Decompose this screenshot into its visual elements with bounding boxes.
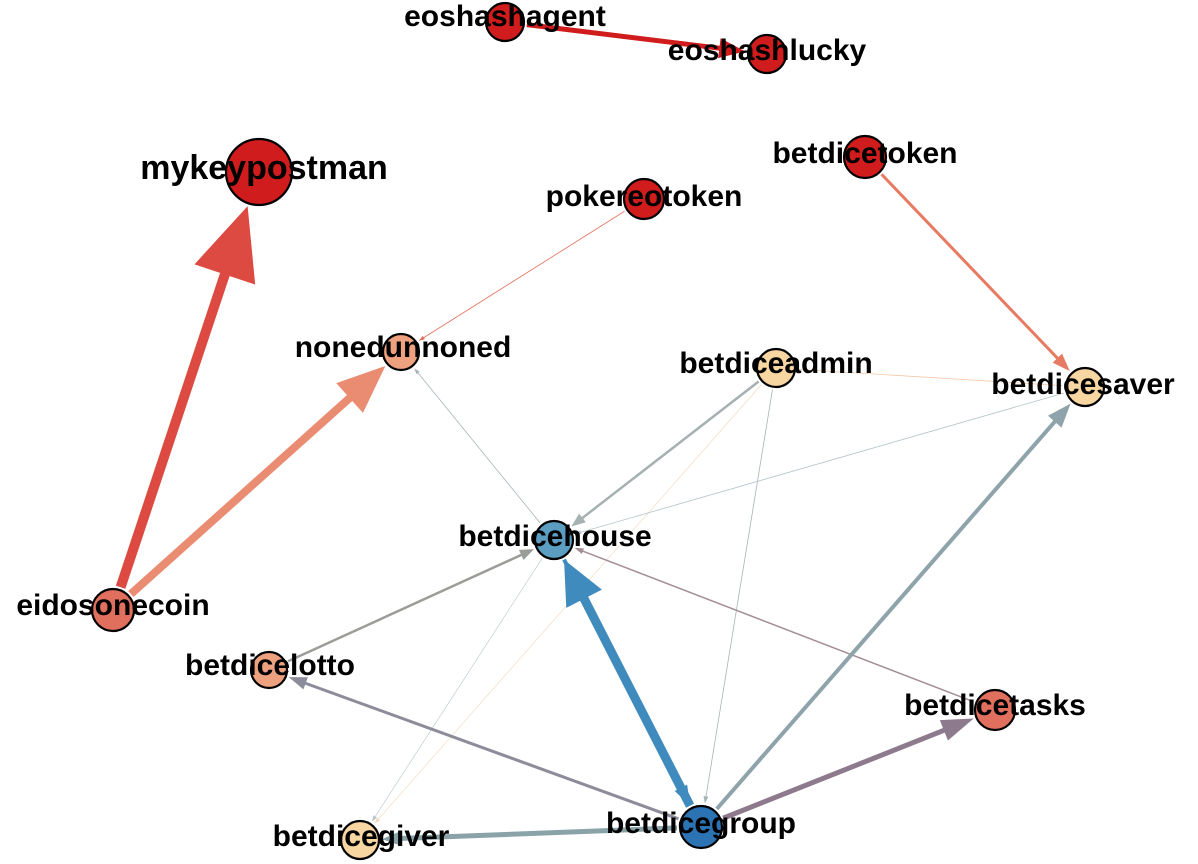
edge-arrowhead — [336, 366, 386, 413]
edge-arrowhead — [674, 784, 691, 806]
edge-eidosonecoin-to-mykeypostman — [115, 206, 256, 589]
edge-line — [715, 419, 1057, 811]
edge-line — [287, 553, 523, 663]
edge-betdicehouse-to-betdicegiver — [371, 558, 543, 822]
edge-betdicegroup-to-betdicetasks — [722, 718, 974, 821]
node-betdicehouse[interactable] — [533, 519, 575, 561]
node-label-nonedunnoned: nonedunnoned — [295, 331, 512, 364]
node-betdicegroup[interactable] — [678, 804, 724, 850]
edge-eoshashagent-to-eoshashlucky — [526, 22, 746, 59]
edge-betdicegroup-to-betdicelotto — [288, 677, 679, 821]
edge-betdicetoken-to-betdicesaver — [880, 173, 1070, 372]
node-label-eoshashagent: eoshashagent — [404, 0, 606, 33]
edge-line — [304, 681, 679, 821]
node-nonedunnoned[interactable] — [381, 332, 421, 372]
node-betdiceadmin[interactable] — [755, 347, 797, 389]
node-mykeypostman[interactable] — [224, 137, 294, 207]
node-label-betdiceadmin: betdiceadmin — [679, 347, 872, 380]
edge-arrowhead — [574, 547, 585, 554]
edge-arrowhead — [381, 831, 401, 846]
edge-arrowhead — [414, 368, 420, 375]
node-eoshashlucky[interactable] — [746, 33, 788, 75]
node-betdicesaver[interactable] — [1064, 366, 1106, 408]
edge-betdiceadmin-to-betdicegroup — [703, 389, 773, 804]
node-label-mykeypostman: mykeypostman — [140, 149, 388, 187]
edge-arrowhead — [1047, 403, 1071, 428]
node-betdicetasks[interactable] — [973, 688, 1017, 732]
edge-arrowhead — [575, 530, 582, 535]
edge-line — [562, 558, 684, 790]
edge-betdicehouse-to-nonedunnoned — [414, 368, 541, 524]
labels-layer: eoshashagent eoshashlucky mykeypostman betd… — [16, 0, 1175, 853]
edge-arrowhead — [518, 549, 534, 560]
edge-arrowhead — [718, 38, 746, 59]
edge-arrowhead — [939, 718, 974, 741]
node-label-pokereotoken: pokereotoken — [546, 180, 743, 213]
nodes-layer — [90, 1, 1106, 861]
node-label-eoshashlucky: eoshashlucky — [668, 34, 867, 67]
edge-arrowhead — [374, 817, 381, 824]
edge-line — [880, 173, 1060, 360]
node-betdicetoken[interactable] — [842, 134, 888, 180]
node-eidosonecoin[interactable] — [90, 587, 136, 633]
edge-arrowhead — [194, 206, 256, 285]
node-label-betdicetasks: betdicetasks — [904, 689, 1086, 722]
edge-line — [422, 210, 625, 339]
node-eoshashagent[interactable] — [484, 1, 526, 43]
node-label-betdicegiver: betdicegiver — [273, 820, 450, 853]
node-label-betdicelotto: betdicelotto — [185, 649, 355, 682]
node-label-betdicehouse: betdicehouse — [458, 520, 651, 553]
edge-arrowhead — [288, 677, 308, 690]
edge-line — [417, 371, 541, 524]
edges-layer — [115, 22, 1071, 846]
edge-line — [579, 392, 1064, 533]
node-label-eidosonecoin: eidosonecoin — [16, 589, 209, 622]
edge-line — [705, 389, 773, 798]
edge-line — [526, 22, 721, 51]
edge-betdicelotto-to-betdicehouse — [287, 549, 534, 663]
node-label-betdicegroup: betdicegroup — [606, 807, 796, 840]
node-label-betdicesaver: betdicesaver — [991, 368, 1175, 401]
node-betdicegiver[interactable] — [339, 819, 381, 861]
edge-betdicetasks-to-betdicehouse — [574, 547, 974, 703]
edge-betdicegroup-to-betdicesaver — [715, 403, 1071, 811]
edge-line — [797, 368, 1059, 386]
edge-arrowhead — [1056, 383, 1064, 388]
edge-line — [115, 271, 230, 589]
node-pokereotoken[interactable] — [622, 177, 666, 221]
edge-line — [580, 380, 760, 520]
edge-pokereotoken-to-nonedunnoned — [418, 210, 625, 341]
node-label-betdicetoken: betdicetoken — [772, 137, 957, 170]
edge-line — [374, 558, 543, 818]
edge-arrowhead — [1052, 353, 1070, 372]
edge-arrowhead — [418, 335, 425, 341]
edge-eidosonecoin-to-nonedunnoned — [128, 366, 386, 597]
edge-betdicehouse-to-betdicegroup — [562, 558, 691, 806]
edge-betdiceadmin-to-betdicesaver — [797, 368, 1064, 388]
edge-line — [722, 727, 946, 821]
edge-betdicesaver-to-betdicehouse — [575, 392, 1064, 535]
edge-line — [398, 825, 678, 842]
edge-line — [128, 394, 354, 597]
edge-line — [581, 550, 974, 703]
edge-arrowhead — [371, 815, 377, 822]
edge-betdiceadmin-to-betdicehouse — [571, 380, 760, 527]
edge-arrowhead — [564, 559, 602, 608]
edge-betdicegroup-to-betdicegiver — [381, 825, 678, 846]
edge-arrowhead — [571, 513, 586, 527]
edge-arrowhead — [703, 796, 709, 804]
node-betdicelotto[interactable] — [249, 650, 289, 690]
